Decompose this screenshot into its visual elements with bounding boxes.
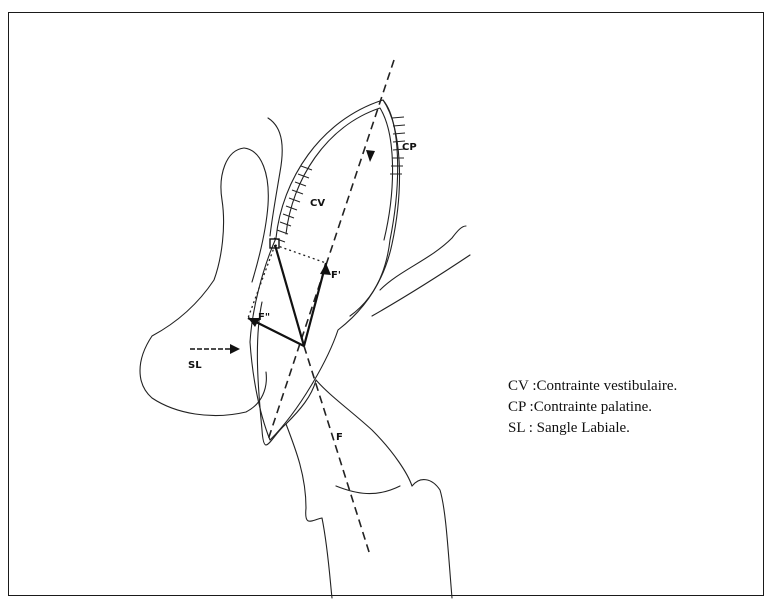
- legend-text: :Contrainte vestibulaire.: [532, 378, 677, 394]
- legend-text: : Sangle Labiale.: [529, 420, 630, 436]
- upper-lip-outline: [140, 148, 266, 416]
- labial-tissue: [268, 118, 282, 236]
- dotted-line-to-fprime: [275, 245, 326, 263]
- palate-tissue-upper: [380, 226, 466, 290]
- force-f-dashed-line: [304, 346, 370, 555]
- arrowhead-fprime: [320, 263, 331, 275]
- legend-abbr: CV: [508, 378, 529, 394]
- label-f-prime: F': [331, 270, 341, 281]
- legend-item-cp: CP :Contrainte palatine.: [508, 397, 677, 418]
- lower-lip-contour: [316, 380, 412, 486]
- vector-resultant: [275, 245, 304, 346]
- label-sl: SL: [188, 360, 202, 371]
- legend-text: :Contrainte palatine.: [530, 399, 652, 415]
- cv-hatching: [274, 166, 312, 242]
- lower-contour-2: [286, 424, 322, 521]
- label-f: F: [336, 432, 343, 443]
- legend-abbr: SL: [508, 420, 525, 436]
- upper-lip-inner: [244, 148, 268, 282]
- legend-abbr: CP: [508, 399, 526, 415]
- tooth-axis-dashed-line: [268, 60, 394, 440]
- vector-fprime: [304, 263, 326, 346]
- label-f-double-prime: F": [258, 312, 270, 323]
- lower-contour-3: [322, 518, 332, 598]
- legend: CV :Contrainte vestibulaire. CP :Contrai…: [508, 376, 677, 439]
- tooth-crown-inner: [286, 108, 393, 240]
- legend-item-sl: SL : Sangle Labiale.: [508, 418, 677, 439]
- sl-arrowhead: [230, 344, 240, 354]
- legend-item-cv: CV :Contrainte vestibulaire.: [508, 376, 677, 397]
- arrowhead-axis: [366, 150, 375, 162]
- lower-contour-4: [412, 480, 452, 598]
- label-cp: CP: [402, 142, 417, 153]
- lower-contour-5: [336, 486, 400, 494]
- label-cv: CV: [310, 198, 325, 209]
